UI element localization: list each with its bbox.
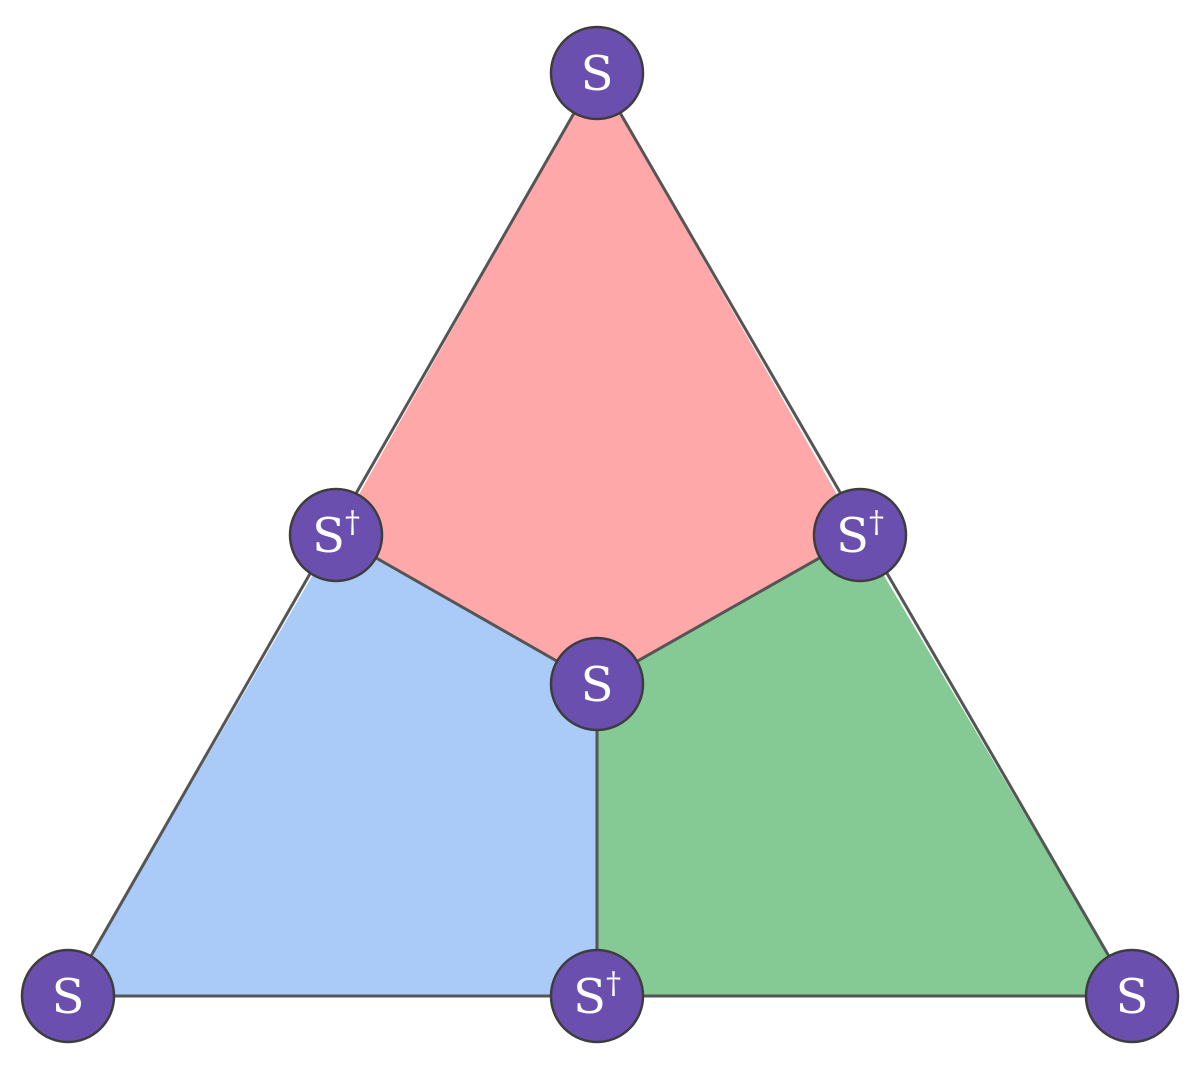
edge-center-upper-right: [596, 533, 861, 686]
node-bottom-right: S: [1084, 948, 1180, 1044]
left-face-blue: [68, 535, 597, 996]
node-label: S: [52, 969, 85, 1025]
node-label: S†: [573, 966, 621, 1025]
node-top: S: [549, 25, 645, 121]
node-upper-right: S†: [812, 487, 908, 583]
right-face-green: [597, 535, 1132, 996]
node-circle: [288, 487, 384, 583]
node-circle: [549, 25, 645, 121]
node-upper-left: S†: [288, 487, 384, 583]
node-label: S: [581, 46, 614, 102]
node-circle: [20, 948, 116, 1044]
node-center: S: [549, 636, 645, 732]
node-label: S: [1116, 969, 1149, 1025]
node-label: S†: [312, 505, 360, 564]
node-circle: [549, 948, 645, 1044]
node-circle: [812, 487, 908, 583]
edge-center-upper-left: [335, 533, 598, 686]
node-circle: [549, 636, 645, 732]
node-bottom-left: S: [20, 948, 116, 1044]
node-circle: [1084, 948, 1180, 1044]
node-bottom-mid: S†: [549, 948, 645, 1044]
node-label: S: [581, 657, 614, 713]
top-face-red: [336, 73, 860, 684]
node-label: S†: [836, 505, 884, 564]
